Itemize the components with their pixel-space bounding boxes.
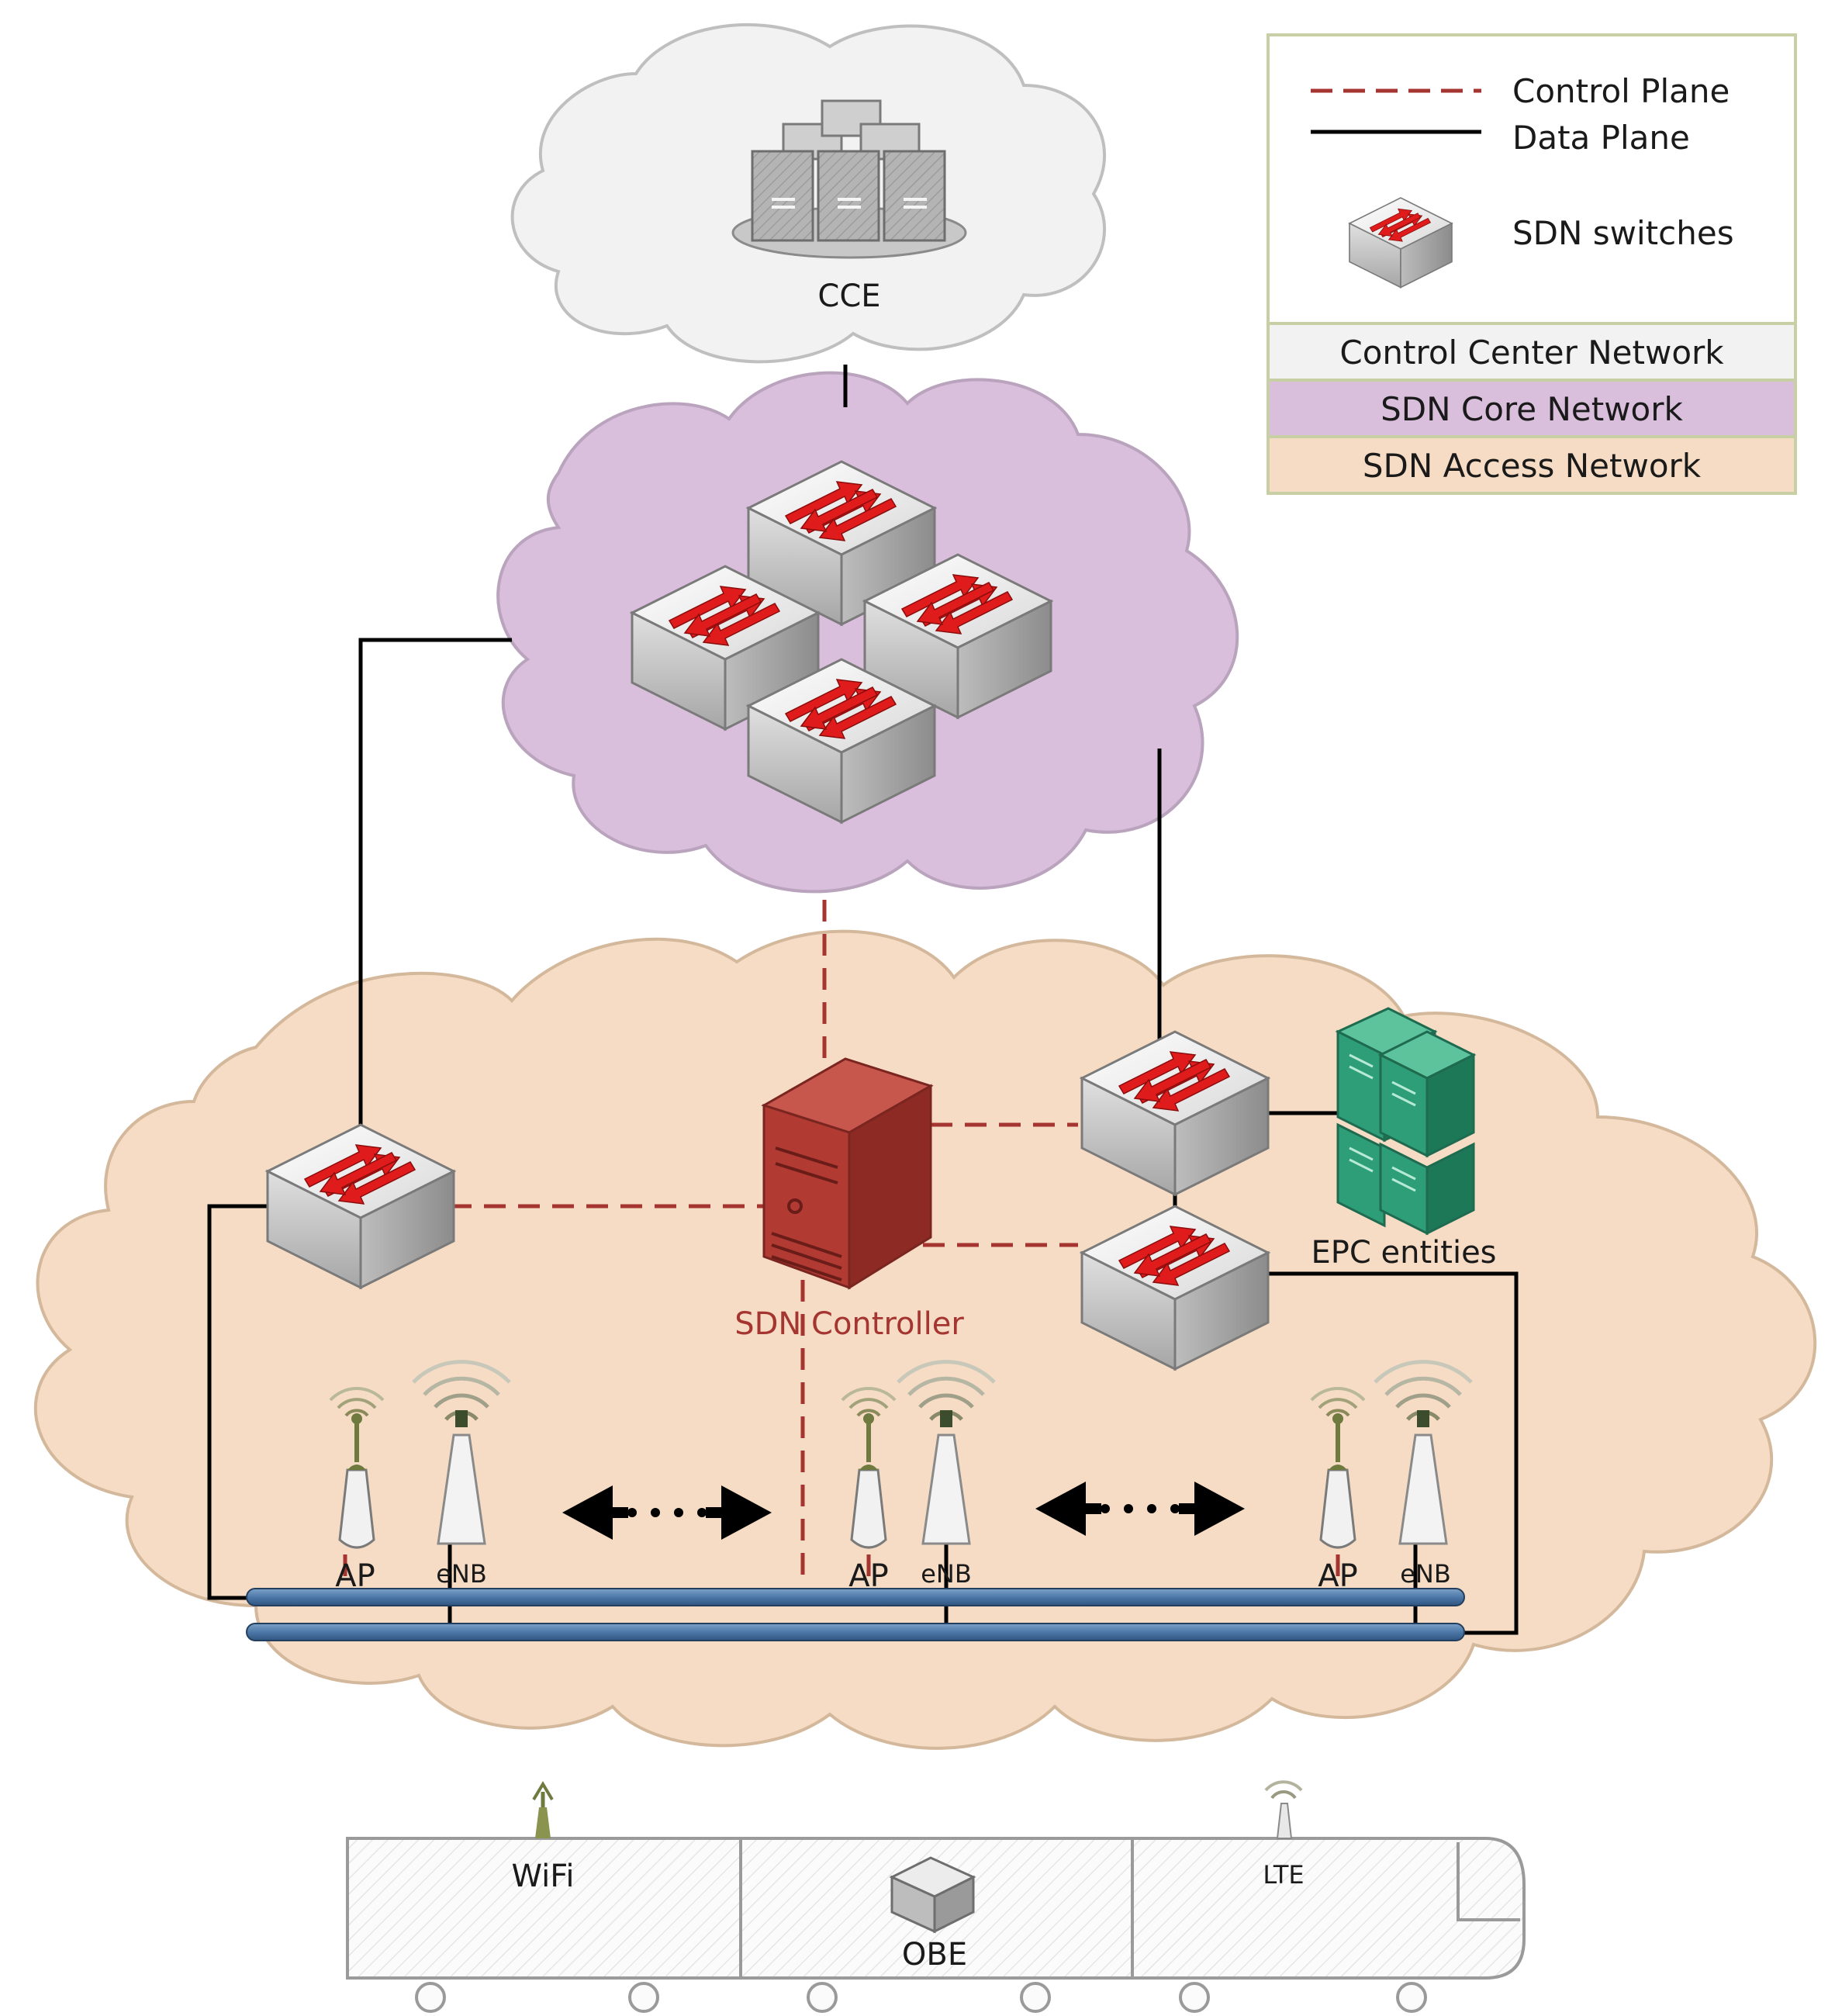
obe-device xyxy=(889,1856,976,1934)
epc-servers xyxy=(1335,1007,1477,1236)
sdn-controller-label: SDN Controller xyxy=(734,1306,964,1342)
ap-label-3: AP xyxy=(1318,1558,1357,1594)
lte-antenna-icon xyxy=(1264,1780,1303,1839)
wifi-label: WiFi xyxy=(512,1859,575,1894)
legend-core-label: SDN Core Network xyxy=(1381,390,1683,428)
obe-label: OBE xyxy=(902,1937,967,1973)
legend-control-center-label: Control Center Network xyxy=(1339,334,1724,372)
ap-label-1: AP xyxy=(335,1558,375,1594)
legend-access-label: SDN Access Network xyxy=(1363,447,1702,485)
legend: Control Plane Data Plane SDN switches Co… xyxy=(1267,33,1797,495)
epc-entities-label: EPC entities xyxy=(1311,1235,1496,1271)
enb-label-1: eNB xyxy=(436,1559,487,1589)
enb-label-2: eNB xyxy=(921,1559,972,1589)
legend-control-plane-label: Control Plane xyxy=(1512,72,1730,110)
cce-server-cluster xyxy=(731,99,967,259)
lte-label: LTE xyxy=(1263,1860,1304,1890)
legend-sdn-switches-label: SDN switches xyxy=(1512,214,1734,252)
rails xyxy=(246,1588,1465,1641)
handover-arrow-left xyxy=(562,1485,772,1540)
legend-data-plane-label: Data Plane xyxy=(1512,119,1690,157)
enb-label-3: eNB xyxy=(1400,1559,1451,1589)
handover-arrow-right xyxy=(1035,1482,1245,1536)
legend-access-swatch xyxy=(1267,435,1797,495)
legend-core-swatch xyxy=(1267,379,1797,438)
wifi-antenna-icon xyxy=(532,1781,554,1838)
cce-label: CCE xyxy=(817,278,880,314)
ap-label-2: AP xyxy=(848,1558,888,1594)
sdn-controller-server xyxy=(761,1057,934,1290)
